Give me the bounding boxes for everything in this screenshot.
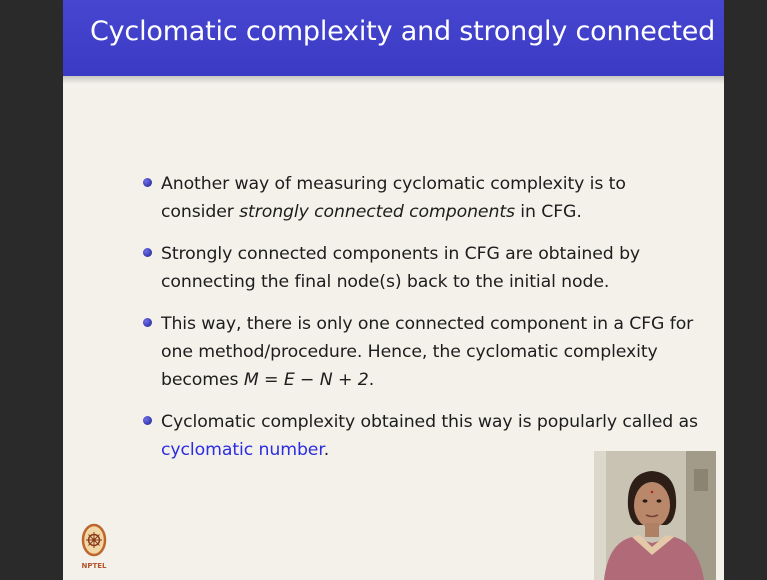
cyclomatic-number-link[interactable]: cyclomatic number	[161, 440, 324, 460]
bullet-1-text-end: in CFG.	[514, 202, 582, 222]
right-letterbox	[724, 0, 767, 580]
bullet-dot-icon	[143, 318, 152, 327]
presentation-slide: Cyclomatic complexity and strongly conne…	[63, 0, 724, 580]
bullet-2-text: Strongly connected components in CFG are…	[161, 244, 641, 292]
bullet-dot-icon	[143, 178, 152, 187]
bullet-list: Another way of measuring cyclomatic comp…	[143, 170, 703, 478]
bullet-4-text-end: .	[323, 440, 330, 460]
presenter-video-icon	[594, 451, 716, 580]
nptel-logo: NPTEL	[77, 522, 111, 574]
left-letterbox	[0, 0, 63, 580]
bullet-3-formula: M = E − N + 2	[243, 370, 369, 390]
bullet-1-emphasis: strongly connected components	[239, 202, 515, 222]
slide-title: Cyclomatic complexity and strongly conne…	[90, 16, 724, 47]
bullet-3-text-end: .	[368, 370, 375, 390]
bullet-1-text: Another way of measuring cyclomatic comp…	[161, 174, 626, 222]
slide-title-bar: Cyclomatic complexity and strongly conne…	[63, 0, 724, 76]
bullet-item-4: Cyclomatic complexity obtained this way …	[143, 408, 703, 464]
bullet-dot-icon	[143, 248, 152, 257]
bullet-item-3: This way, there is only one connected co…	[143, 310, 703, 394]
bullet-3-text: This way, there is only one connected co…	[161, 314, 694, 390]
bullet-item-1: Another way of measuring cyclomatic comp…	[143, 170, 703, 226]
nptel-logo-icon	[81, 523, 107, 557]
bullet-dot-icon	[143, 416, 152, 425]
bullet-item-2: Strongly connected components in CFG are…	[143, 240, 703, 296]
webcam-overlay	[594, 451, 716, 580]
bullet-4-text: Cyclomatic complexity obtained this way …	[161, 412, 698, 432]
nptel-logo-text: NPTEL	[81, 562, 107, 570]
title-shadow	[63, 76, 724, 84]
